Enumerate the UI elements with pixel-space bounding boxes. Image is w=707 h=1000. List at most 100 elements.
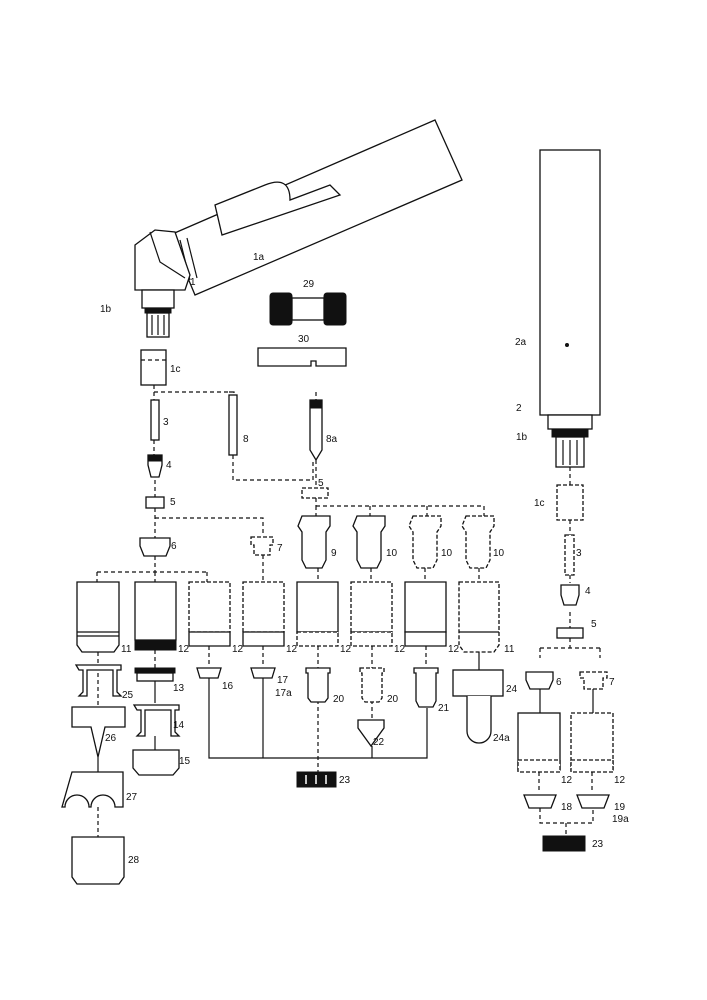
label-7: 7: [609, 677, 615, 688]
r-part-1c: [556, 484, 584, 521]
label-12: 12: [394, 644, 406, 655]
label-5b: 5: [318, 478, 324, 489]
label-24a: 24a: [493, 733, 510, 744]
label-5: 5: [170, 497, 176, 508]
label-14: 14: [173, 720, 185, 731]
label-12: 12: [232, 644, 244, 655]
label-19a: 19a: [612, 814, 629, 825]
callout-labels: 1a 1 1b 29 30 1c 3 8 8a 4 5 5 6 7 9 10 1…: [100, 252, 629, 866]
part-8: [228, 394, 238, 456]
part-21: [413, 667, 439, 708]
part-9: [297, 515, 331, 569]
label-12: 12: [340, 644, 352, 655]
part-10: [352, 515, 386, 569]
label-12: 12: [178, 644, 190, 655]
part-22: [357, 719, 385, 748]
label-21: 21: [438, 703, 450, 714]
label-18: 18: [561, 802, 573, 813]
label-20: 20: [333, 694, 345, 705]
label-5: 5: [591, 619, 597, 630]
r-part-12b: [570, 759, 614, 773]
label-20: 20: [387, 694, 399, 705]
label-6: 6: [171, 541, 177, 552]
part-25: [74, 664, 123, 697]
label-15: 15: [179, 756, 191, 767]
label-26: 26: [105, 733, 117, 744]
label-8: 8: [243, 434, 249, 445]
hand-torch: [134, 119, 463, 338]
label-1: 1: [190, 277, 196, 288]
label-3: 3: [576, 548, 582, 559]
label-17: 17: [277, 675, 289, 686]
label-2a: 2a: [515, 337, 527, 348]
label-9: 9: [331, 548, 337, 559]
label-11: 11: [504, 644, 515, 655]
part-14: [132, 704, 181, 737]
r-part-23: [542, 835, 586, 852]
part-3: [150, 399, 160, 441]
label-23: 23: [592, 839, 604, 850]
part-27: [61, 771, 124, 808]
nozzle-row: [76, 581, 500, 653]
part-10: [408, 515, 442, 569]
label-8a: 8a: [326, 434, 338, 445]
part-28: [71, 836, 125, 885]
part-10: [461, 515, 495, 569]
label-16: 16: [222, 681, 234, 692]
r-part-6: [525, 671, 554, 690]
label-28: 28: [128, 855, 140, 866]
label-7: 7: [277, 543, 283, 554]
label-3: 3: [163, 417, 169, 428]
part-20: [305, 667, 331, 703]
part-24a: [466, 696, 492, 744]
label-1a: 1a: [253, 252, 265, 263]
label-10: 10: [441, 548, 453, 559]
label-27: 27: [126, 792, 138, 803]
label-1c: 1c: [170, 364, 181, 375]
part-5b: [301, 487, 329, 499]
label-1b: 1b: [100, 304, 112, 315]
label-4: 4: [166, 460, 172, 471]
part-30: [257, 347, 347, 367]
r-part-5: [556, 627, 584, 639]
label-19: 19: [614, 802, 626, 813]
r-part-3: [564, 534, 575, 576]
label-11: 11: [121, 644, 132, 655]
part-5: [145, 496, 165, 509]
label-2: 2: [516, 403, 522, 414]
label-23: 23: [339, 775, 351, 786]
label-25: 25: [122, 690, 134, 701]
label-12: 12: [614, 775, 626, 786]
label-4: 4: [585, 586, 591, 597]
r-part-4: [560, 584, 580, 606]
part-16: [196, 667, 222, 679]
part-1c: [140, 349, 167, 386]
part-24: [452, 669, 504, 697]
label-12: 12: [448, 644, 460, 655]
part-26: [71, 706, 126, 758]
r-part-12a: [517, 759, 561, 773]
label-10: 10: [386, 548, 398, 559]
machine-torch: [539, 149, 601, 468]
part-29: [269, 292, 347, 326]
part-13: [136, 672, 174, 682]
label-1c: 1c: [534, 498, 545, 509]
label-6: 6: [556, 677, 562, 688]
label-30: 30: [298, 334, 310, 345]
part-17: [250, 667, 276, 679]
part-7: [250, 536, 274, 556]
label-17a: 17a: [275, 688, 292, 699]
label-12: 12: [561, 775, 573, 786]
part-8a: [309, 399, 323, 462]
label-24: 24: [506, 684, 518, 695]
label-22: 22: [373, 737, 385, 748]
label-10: 10: [493, 548, 505, 559]
part-20: [359, 667, 385, 703]
r-part-7: [579, 671, 608, 690]
label-12: 12: [286, 644, 298, 655]
r-part-18: [523, 794, 557, 809]
part-23: [296, 771, 337, 788]
r-part-19: [576, 794, 610, 809]
